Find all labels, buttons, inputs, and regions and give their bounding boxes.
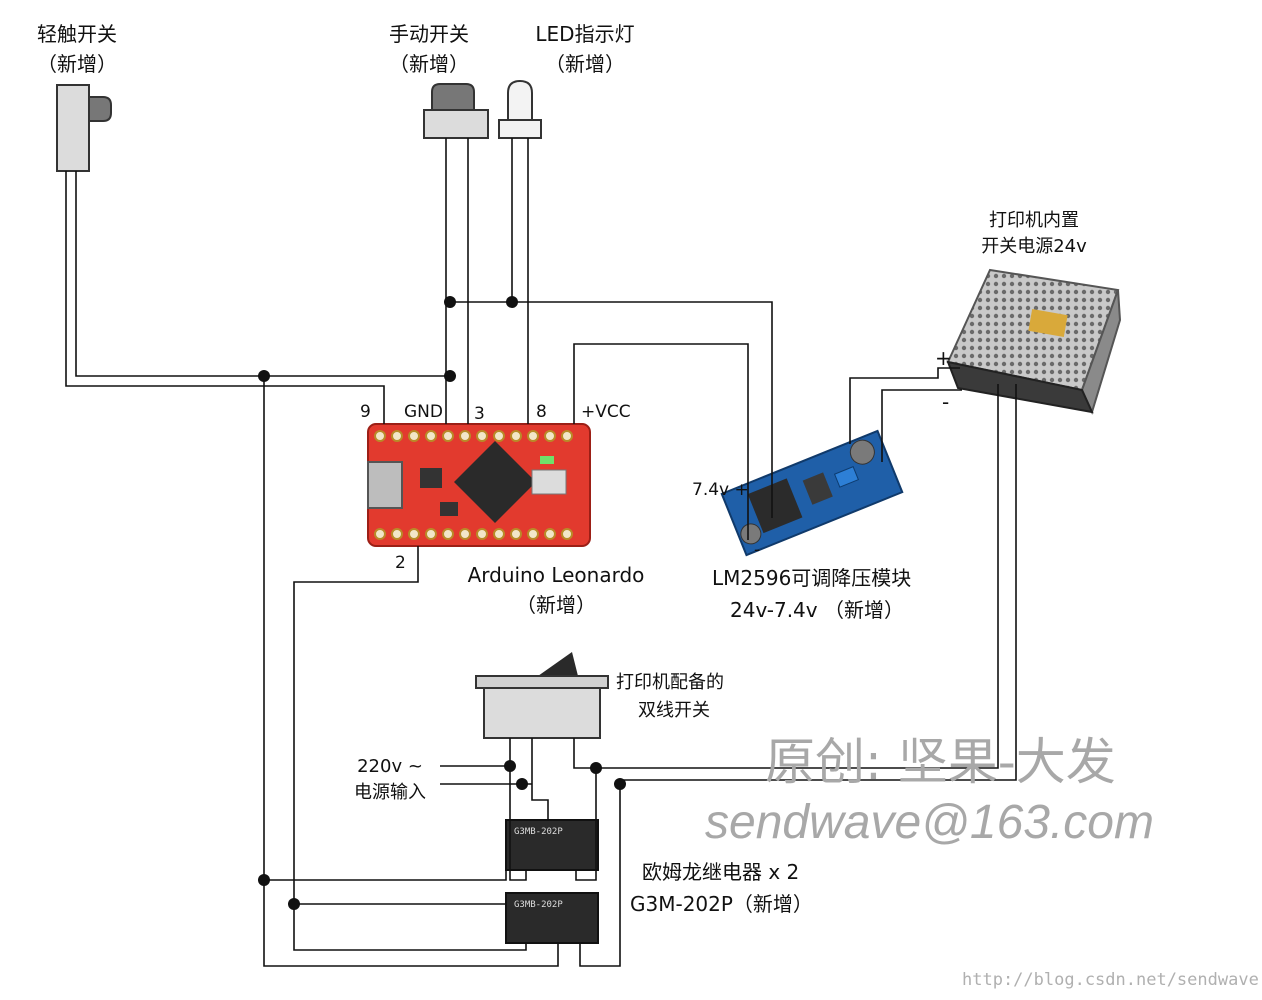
mains-input-label: 220v ~ 电源输入 (354, 756, 426, 803)
pin-9-label: 9 (360, 402, 371, 422)
led-label: LED指示灯 （新增） (535, 22, 635, 76)
psu-plus-label: + (935, 346, 952, 370)
pin-3-label: 3 (474, 404, 485, 424)
pin-2-label: 2 (395, 553, 406, 573)
tact-switch-icon (56, 84, 112, 172)
arduino-label: Arduino Leonardo （新增） (467, 563, 645, 617)
relay-2-chip-text: G3MB-202P (514, 900, 563, 910)
pin-gnd-label: GND (404, 402, 443, 422)
tact-switch-label: 轻触开关 （新增） (37, 22, 117, 76)
watermark-author: 原创: 坚果-大发 (765, 733, 1116, 791)
pin-8-label: 8 (536, 402, 547, 422)
wires (65, 138, 1017, 967)
watermark-url: http://blog.csdn.net/sendwave (962, 970, 1259, 990)
watermark-email: sendwave@163.com (705, 796, 1154, 849)
power-supply-icon (946, 268, 1122, 415)
relay-label: 欧姆龙继电器 x 2 G3M-202P（新增） (630, 860, 813, 916)
pin-vcc-label: +VCC (581, 402, 631, 422)
buck-label: LM2596可调降压模块 24v-7.4v （新增） (712, 566, 912, 622)
led-icon (498, 79, 542, 139)
arduino-board-icon (367, 423, 591, 547)
manual-switch-icon (423, 83, 489, 139)
manual-switch-label: 手动开关 （新增） (389, 22, 469, 76)
rocker-switch-label: 打印机配备的 双线开关 (616, 672, 724, 721)
rocker-switch-icon (475, 652, 609, 739)
relay-1-icon (505, 819, 599, 871)
psu-minus-label: - (942, 390, 950, 414)
relay-2-icon (505, 892, 599, 944)
buck-minus-label: - (754, 540, 761, 560)
buck-converter-icon (720, 429, 904, 557)
relay-1-chip-text: G3MB-202P (514, 827, 563, 837)
psu-label: 打印机内置 开关电源24v (981, 210, 1087, 257)
junction-dots (258, 296, 626, 910)
buck-input-label: 7.4v + (692, 480, 749, 500)
